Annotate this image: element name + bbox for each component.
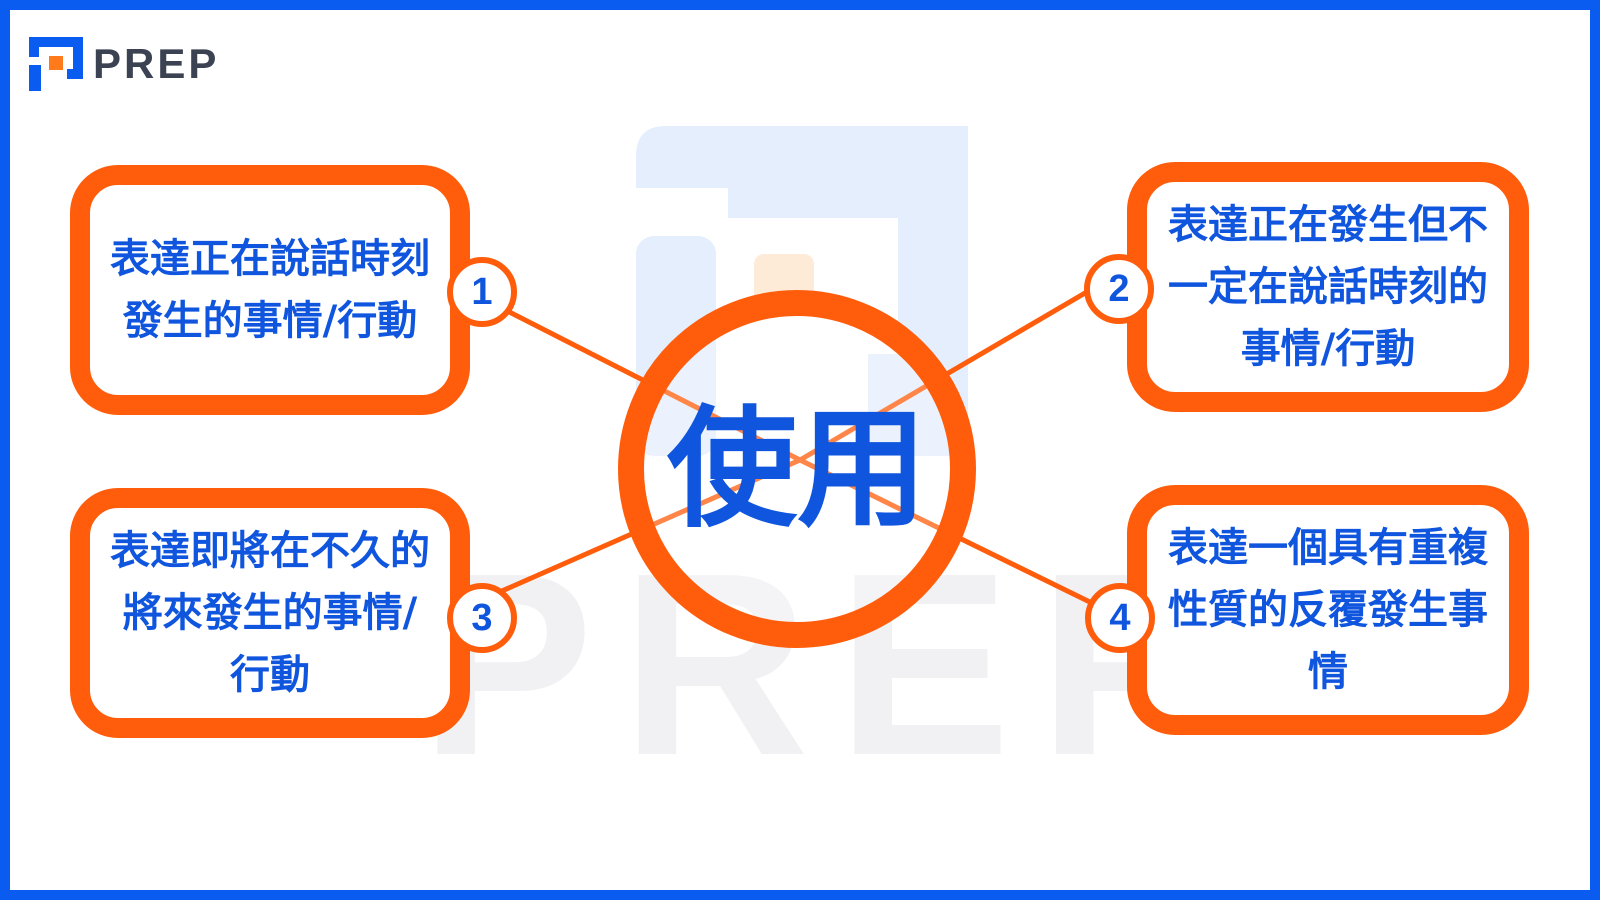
- number-badge-3: 3: [447, 583, 517, 653]
- prep-logo-icon: [29, 37, 83, 91]
- branch-text-2: 表達正在發生但不一定在說話時刻的事情/行動: [1168, 202, 1488, 372]
- center-circle: 使用: [618, 290, 976, 648]
- number-badge-4: 4: [1085, 583, 1155, 653]
- brand-name: PREP: [93, 40, 220, 87]
- branch-text-3: 表達即將在不久的將來發生的事情/行動: [110, 528, 430, 698]
- center-label: 使用: [666, 393, 927, 545]
- branch-box-1: 表達正在說話時刻發生的事情/行動: [70, 165, 470, 415]
- number-badge-2: 2: [1084, 254, 1154, 324]
- branch-box-2: 表達正在發生但不一定在說話時刻的事情/行動: [1127, 162, 1529, 412]
- branch-box-4: 表達一個具有重複性質的反覆發生事情: [1127, 485, 1529, 735]
- number-badge-1: 1: [447, 257, 517, 327]
- branch-box-3: 表達即將在不久的將來發生的事情/行動: [70, 488, 470, 738]
- branch-text-1: 表達正在說話時刻發生的事情/行動: [110, 236, 430, 344]
- brand-logo: PREP: [29, 37, 219, 91]
- branch-text-4: 表達一個具有重複性質的反覆發生事情: [1168, 525, 1488, 695]
